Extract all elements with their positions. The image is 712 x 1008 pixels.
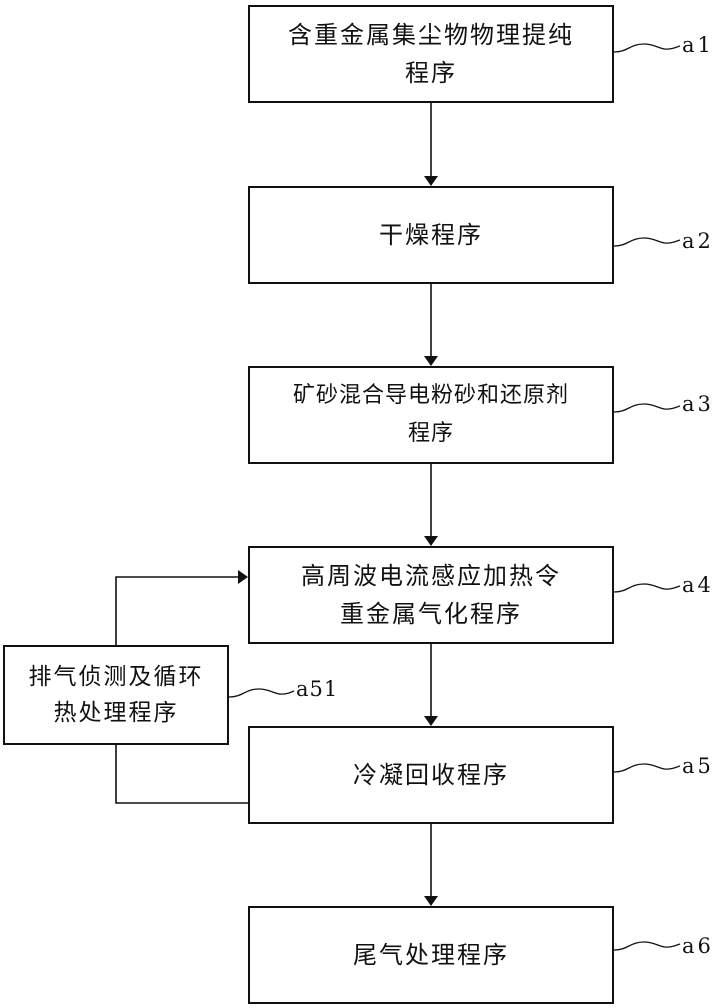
leader-a5: [613, 763, 681, 773]
ref-label-a51: a51: [296, 677, 339, 701]
leader-a51: [228, 688, 295, 698]
step-box-a5: 冷凝回收程序: [248, 726, 614, 824]
leader-a1: [613, 43, 681, 53]
step-box-a6: 尾气处理程序: [248, 906, 614, 1004]
ref-label-a3: a3: [682, 392, 712, 416]
ref-label-a1: a1: [682, 33, 712, 57]
loop-arrow-a51-to-a4: [115, 570, 248, 645]
ref-label-a2: a2: [682, 229, 712, 253]
leader-a4: [613, 583, 681, 593]
leader-a6: [613, 941, 681, 951]
loop-box-a51: 排气侦测及循环 热处理程序: [3, 645, 229, 745]
ref-label-a4: a4: [682, 573, 712, 597]
step-label-a1: 含重金属集尘物物理提纯 程序: [288, 21, 574, 87]
ref-label-a5: a5: [682, 754, 712, 778]
step-label-a2: 干燥程序: [379, 221, 483, 249]
step-label-a6: 尾气处理程序: [353, 941, 509, 969]
step-box-a1: 含重金属集尘物物理提纯 程序: [248, 5, 614, 103]
step-box-a4: 高周波电流感应加热令 重金属气化程序: [248, 546, 614, 644]
step-box-a3: 矿砂混合导电粉砂和还原剂 程序: [248, 366, 614, 464]
step-label-a4: 高周波电流感应加热令 重金属气化程序: [301, 562, 561, 628]
step-label-a5: 冷凝回收程序: [353, 761, 509, 789]
step-box-a2: 干燥程序: [248, 186, 614, 284]
leader-a2: [613, 237, 681, 247]
loop-line-a5-to-a51: [115, 745, 248, 804]
ref-label-a6: a6: [682, 934, 712, 958]
step-label-a3: 矿砂混合导电粉砂和还原剂 程序: [292, 383, 569, 446]
leader-a3: [613, 403, 681, 413]
loop-label-a51: 排气侦测及循环 热处理程序: [28, 664, 204, 726]
